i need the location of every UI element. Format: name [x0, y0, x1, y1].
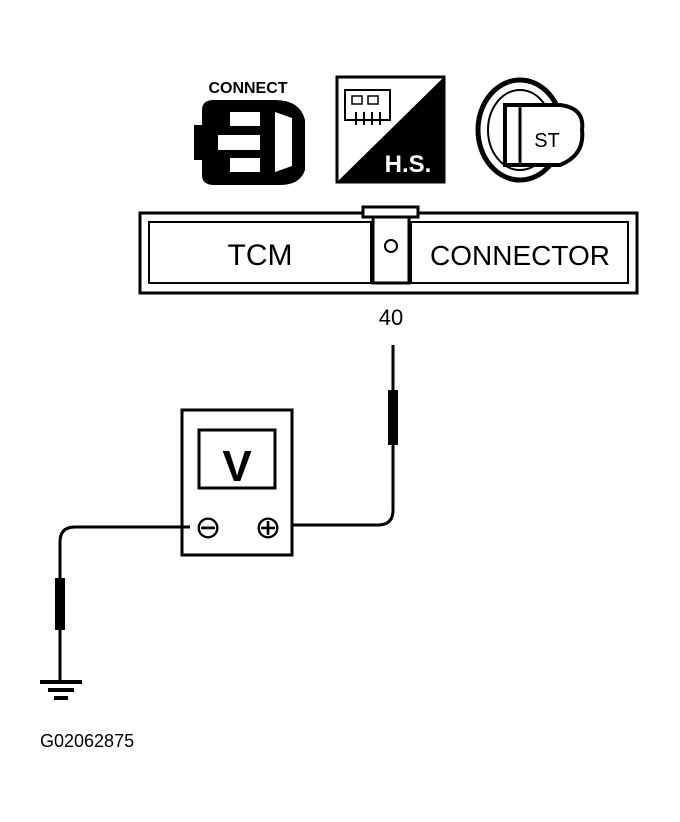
connect-label: CONNECT — [208, 80, 287, 97]
meter-unit-label: V — [222, 442, 252, 491]
connector-right-label: CONNECTOR — [430, 240, 610, 271]
terminal-number: 40 — [379, 305, 403, 330]
connector-plug-icon: CONNECT — [194, 80, 305, 185]
figure-id: G02062875 — [40, 731, 134, 751]
negative-probe — [55, 525, 190, 680]
positive-probe — [290, 345, 398, 527]
harness-side-icon: H.S. — [335, 75, 446, 184]
negative-terminal: ⊖ — [195, 508, 222, 546]
hs-label: H.S. — [385, 151, 432, 178]
ignition-key-icon: ST — [475, 77, 585, 183]
positive-terminal: ⊕ — [255, 508, 282, 546]
connector-left-label: TCM — [228, 239, 293, 272]
ground-icon — [40, 680, 82, 700]
ignition-st-label: ST — [534, 130, 560, 152]
voltmeter: V ⊖ ⊕ — [180, 408, 294, 557]
tcm-connector: TCM CONNECTOR — [138, 205, 639, 295]
